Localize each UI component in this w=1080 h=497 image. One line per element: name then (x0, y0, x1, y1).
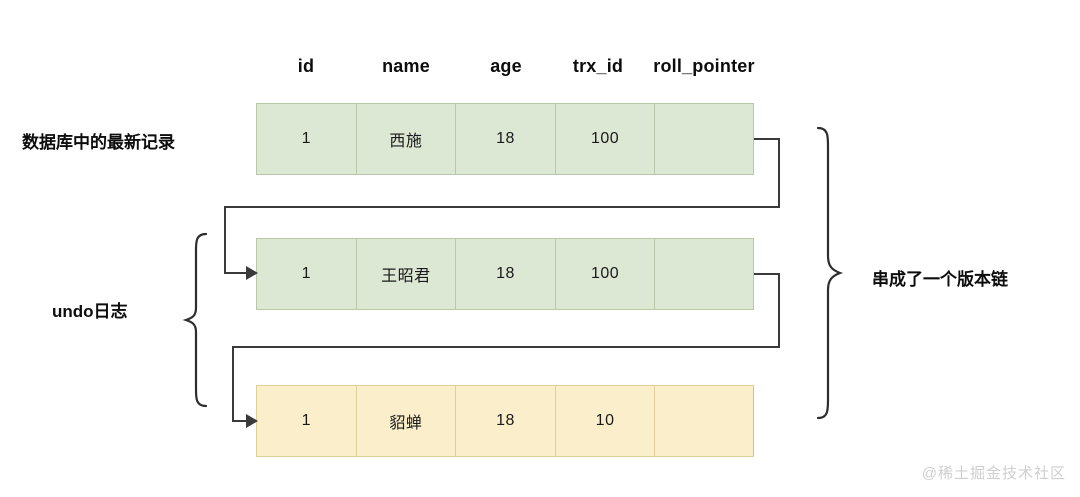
column-header-id: id (297, 56, 315, 76)
cell-id: 1 (256, 103, 356, 175)
cell-name: 貂蝉 (355, 385, 456, 457)
cell-roll-pointer (654, 385, 754, 457)
label-undo-log: undo日志 (52, 302, 128, 321)
version-chain-brace-icon (816, 126, 844, 420)
connector-2-segment-drop (232, 346, 234, 422)
connector-1-segment-in (224, 272, 248, 274)
cell-name: 西施 (355, 103, 456, 175)
label-latest-record: 数据库中的最新记录 (22, 133, 175, 152)
connector-2-segment-back (232, 346, 780, 348)
cell-name: 王昭君 (355, 238, 456, 310)
cell-trx-id: 100 (554, 103, 655, 175)
label-version-chain: 串成了一个版本链 (872, 270, 1008, 289)
cell-id: 1 (256, 238, 356, 310)
cell-roll-pointer (654, 238, 754, 310)
connector-2-segment-in (232, 420, 248, 422)
table-row: 1 貂蝉 18 10 (256, 385, 754, 457)
cell-age: 18 (455, 385, 555, 457)
table-row: 1 王昭君 18 100 (256, 238, 754, 310)
undo-log-brace-icon (182, 232, 208, 408)
cell-age: 18 (455, 238, 555, 310)
arrow-head-icon (246, 266, 258, 280)
cell-trx-id: 10 (554, 385, 655, 457)
connector-1-segment-down (778, 138, 780, 208)
table-row: 1 西施 18 100 (256, 103, 754, 175)
watermark: @稀土掘金技术社区 (921, 465, 1066, 482)
connector-2-segment-down (778, 273, 780, 348)
connector-2-segment-out (754, 273, 780, 275)
cell-id: 1 (256, 385, 356, 457)
arrow-head-icon (246, 414, 258, 428)
column-header-trx-id: trx_id (572, 56, 624, 76)
column-header-age: age (490, 56, 522, 76)
connector-1-segment-out (754, 138, 780, 140)
cell-trx-id: 100 (554, 238, 655, 310)
connector-1-segment-drop (224, 206, 226, 274)
cell-roll-pointer (654, 103, 754, 175)
column-header-roll-pointer: roll_pointer (653, 56, 755, 76)
cell-age: 18 (455, 103, 555, 175)
column-header-name: name (382, 56, 430, 76)
connector-1-segment-back (224, 206, 780, 208)
